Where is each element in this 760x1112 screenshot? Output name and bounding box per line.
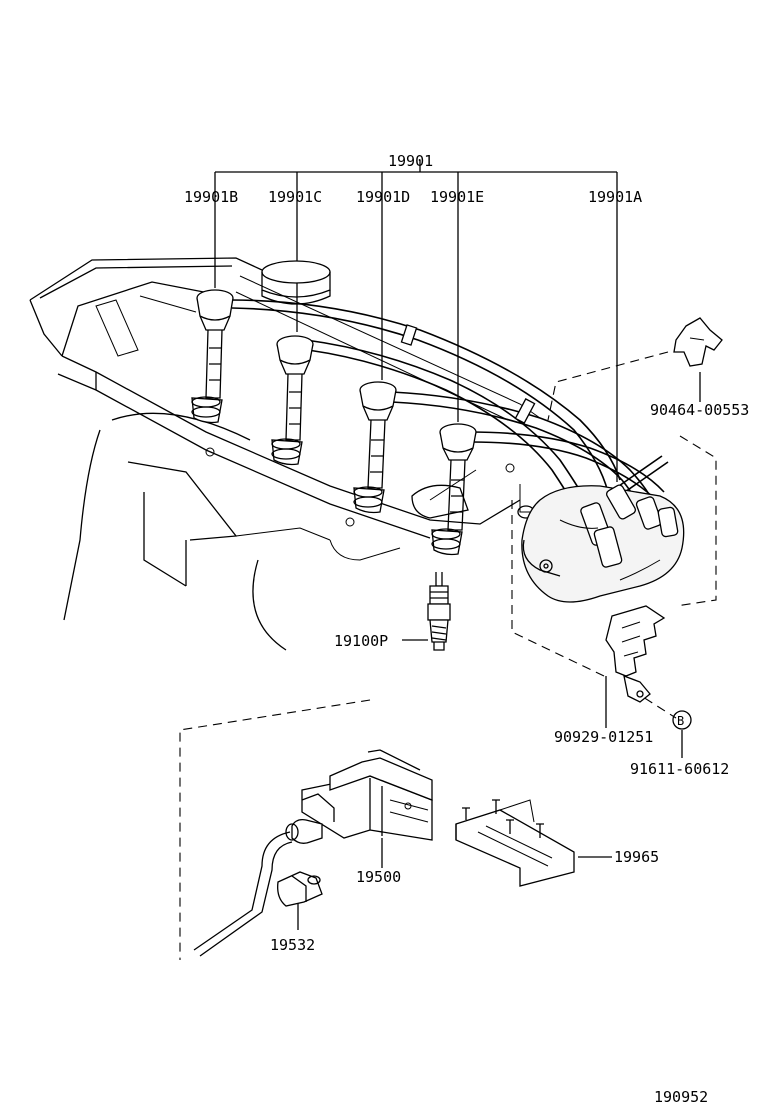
label-igniter: 19965	[614, 848, 659, 866]
label-clamp: 90464-00553	[650, 401, 749, 419]
label-bolt-callout-letter: B	[677, 714, 684, 728]
label-wire-c: 19901C	[268, 188, 322, 206]
bolt-callout	[672, 710, 692, 730]
coil-wire	[193, 831, 323, 957]
wire-clamp	[673, 317, 723, 367]
part-labels: 19901 19901B 19901C 19901D 19901E 19901A…	[184, 152, 749, 1106]
spark-plug	[427, 572, 451, 651]
label-wire-set: 19901	[388, 152, 433, 170]
label-wire-d: 19901D	[356, 188, 410, 206]
ignition-coil	[285, 749, 433, 844]
ignition-wires	[229, 299, 669, 531]
label-spark-plug: 19100P	[334, 632, 388, 650]
coil-bracket	[605, 605, 666, 703]
label-coil-wire: 19532	[270, 936, 315, 954]
label-figure-number: 190952	[654, 1088, 708, 1106]
engine-valve-cover	[29, 257, 541, 651]
label-wire-e: 19901E	[430, 188, 484, 206]
label-coil-bracket: 90929-01251	[554, 728, 653, 746]
label-bolt: 91611-60612	[630, 760, 729, 778]
label-wire-b: 19901B	[184, 188, 238, 206]
label-wire-a: 19901A	[588, 188, 642, 206]
label-coil: 19500	[356, 868, 401, 886]
plug-boots	[191, 289, 477, 556]
label-leader-lines	[214, 160, 701, 930]
distributor	[521, 484, 685, 603]
igniter-bracket	[455, 799, 575, 887]
